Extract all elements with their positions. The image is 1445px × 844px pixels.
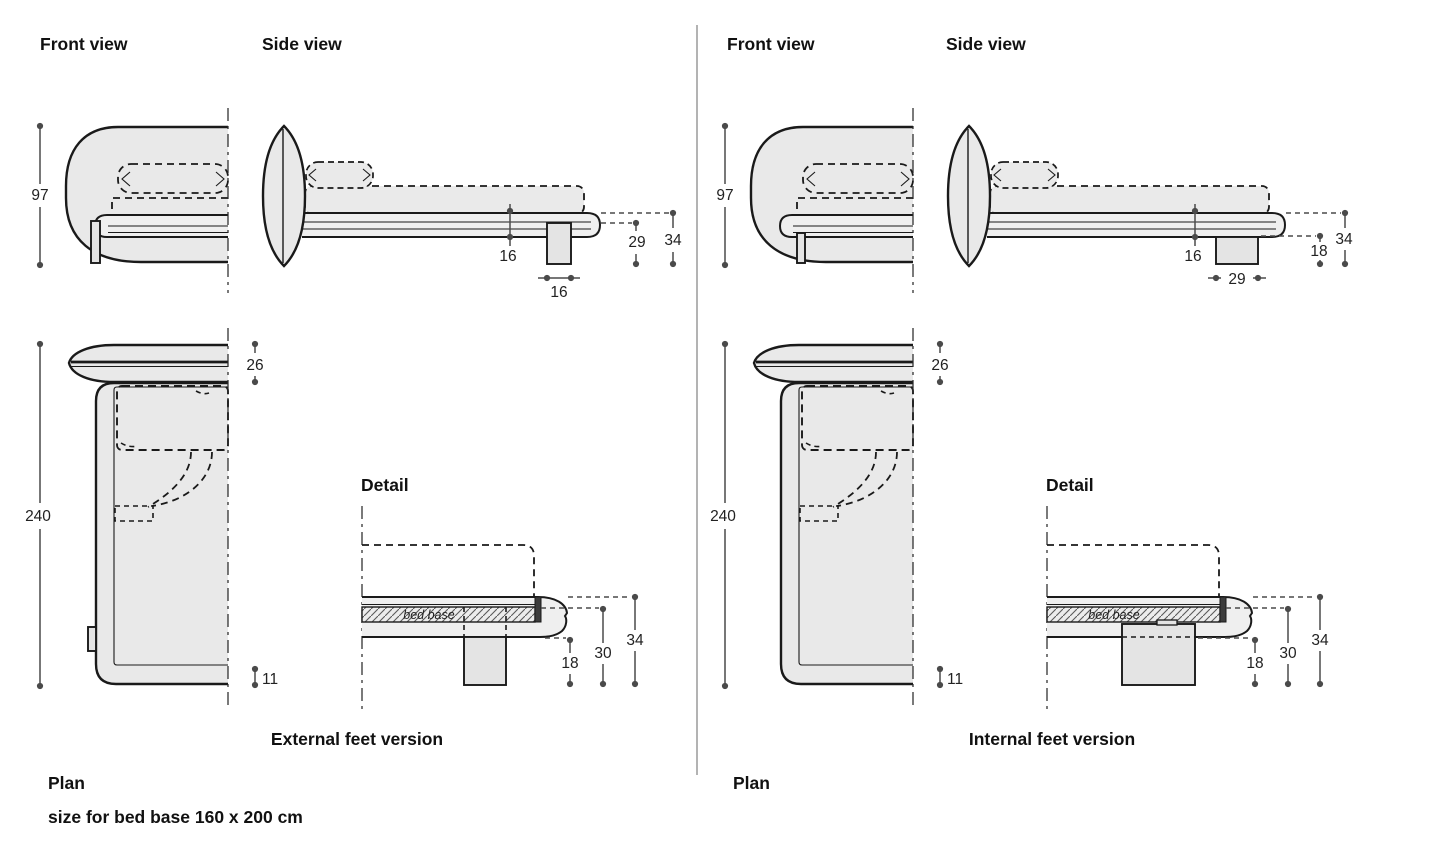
dim-detail-bed-base-height: 30 <box>1279 645 1297 662</box>
dim-plan-length: 240 <box>25 508 51 525</box>
side-view-title: Side view <box>262 34 342 54</box>
dim-detail-clearance: 18 <box>561 655 578 672</box>
version-title-internal: Internal feet version <box>969 729 1135 749</box>
front-internal-foot <box>796 232 806 264</box>
dim-detail-overall-height: 34 <box>626 632 644 649</box>
dim-headboard-overhang: 26 <box>931 357 948 374</box>
plan-title: Plan <box>48 773 85 793</box>
dim-headboard-overhang: 26 <box>246 357 263 374</box>
dim-foot-width: 16 <box>550 284 567 301</box>
side-external-foot-and-dims <box>538 209 677 282</box>
plan-title: Plan <box>733 773 770 793</box>
dim-detail-overall-height: 34 <box>1311 632 1329 649</box>
dim-plan-length: 240 <box>710 508 736 525</box>
detail-internal-foot <box>1121 619 1251 686</box>
dim-platform-thickness: 16 <box>499 248 516 265</box>
version-title-external: External feet version <box>271 729 443 749</box>
bed-base-label: bed base <box>403 608 454 622</box>
front-external-foot <box>90 220 101 264</box>
dim-side-overall-height: 34 <box>664 232 682 249</box>
dim-detail-bed-base-height: 30 <box>594 645 612 662</box>
dim-side-inner-height: 18 <box>1310 243 1327 260</box>
detail-external-foot <box>463 607 566 686</box>
side-view-title: Side view <box>946 34 1026 54</box>
detail-title: Detail <box>361 475 409 495</box>
plan-external-foot <box>87 626 97 652</box>
dim-foot-width: 29 <box>1228 271 1245 288</box>
dim-platform-thickness: 16 <box>1184 248 1201 265</box>
side-internal-foot-and-dims <box>1208 209 1349 282</box>
dim-overall-height: 97 <box>31 187 48 204</box>
dim-detail-clearance: 18 <box>1246 655 1263 672</box>
dim-side-overall-height: 34 <box>1335 231 1353 248</box>
internal-feet-version-drawing: Front view Side view 97 16 29 18 34 240 … <box>710 34 1353 793</box>
front-view-title: Front view <box>727 34 815 54</box>
size-note: size for bed base 160 x 200 cm <box>48 807 303 827</box>
dim-overall-height: 97 <box>716 187 733 204</box>
dim-frame-edge: 11 <box>262 671 278 688</box>
dim-side-inner-height: 29 <box>628 234 645 251</box>
dim-frame-edge: 11 <box>947 671 963 688</box>
front-view-title: Front view <box>40 34 128 54</box>
external-feet-version-drawing: Front view Side view 97 16 16 29 34 240 … <box>25 34 682 827</box>
detail-title: Detail <box>1046 475 1094 495</box>
bed-base-label: bed base <box>1088 608 1139 622</box>
